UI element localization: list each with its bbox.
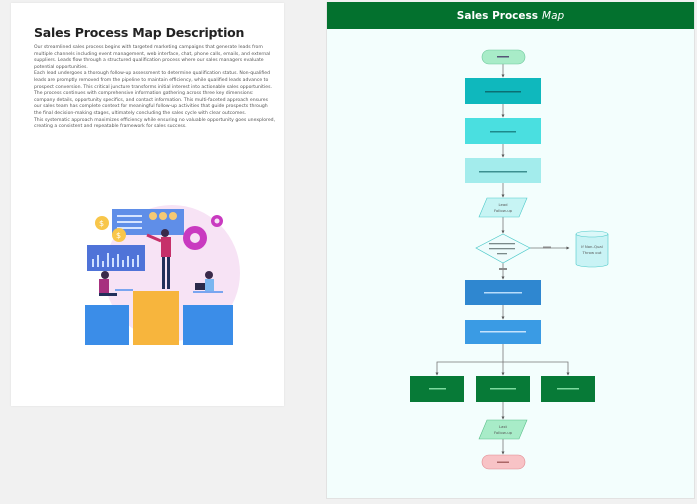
pillar-right bbox=[183, 305, 233, 345]
flowchart: Lead Follow-up If Non-Qual Throw out Las… bbox=[410, 49, 609, 470]
description-paragraph: Each lead undergoes a thorough follow-up… bbox=[34, 71, 272, 90]
bar-chart-panel bbox=[87, 245, 145, 271]
last-follow-up-node[interactable] bbox=[478, 419, 528, 440]
laptop-icon bbox=[195, 283, 205, 290]
process-step-3[interactable] bbox=[465, 158, 541, 183]
sales-team-illustration: $ $ bbox=[85, 205, 240, 345]
non-qualified-datastore-node[interactable]: If Non-Qual Throw out bbox=[575, 230, 609, 268]
seated-man-figure bbox=[99, 271, 133, 296]
connector-arrow bbox=[503, 361, 570, 376]
connector-arrow bbox=[435, 361, 503, 376]
pillar-center bbox=[133, 291, 179, 345]
lead-follow-up-node[interactable] bbox=[478, 197, 528, 218]
svg-text:Throw out: Throw out bbox=[581, 250, 602, 255]
edge-label-yes bbox=[499, 268, 507, 270]
map-title: Sales Process bbox=[456, 9, 539, 22]
coin-icon bbox=[95, 216, 109, 230]
coin-icon bbox=[112, 228, 126, 242]
presenter-figure bbox=[146, 229, 171, 289]
description-paragraph: This systematic approach maximizes effic… bbox=[34, 117, 276, 130]
pillar-left bbox=[85, 305, 129, 345]
description-paragraph: Our streamlined sales process begins wit… bbox=[34, 45, 271, 70]
last-follow-up-label: Last bbox=[499, 424, 507, 429]
seated-woman-figure bbox=[193, 271, 223, 293]
map-header: Sales Process Map bbox=[327, 2, 694, 29]
svg-text:Follow-up: Follow-up bbox=[494, 430, 513, 435]
svg-text:$: $ bbox=[99, 219, 104, 228]
lead-follow-up-label: Lead bbox=[498, 202, 508, 207]
description-paragraph: The process continues with comprehensive… bbox=[34, 91, 268, 116]
sales-process-map-panel: Sales Process Map bbox=[326, 2, 695, 499]
description-card: Sales Process Map Description Our stream… bbox=[11, 3, 284, 406]
svg-text:If Non-Qual: If Non-Qual bbox=[581, 244, 603, 249]
description-title: Sales Process Map Description bbox=[34, 25, 245, 40]
map-title-italic: Map bbox=[542, 9, 565, 22]
svg-text:$: $ bbox=[116, 231, 121, 240]
description-body: Our streamlined sales process begins wit… bbox=[34, 45, 276, 131]
svg-text:Follow-up: Follow-up bbox=[494, 208, 513, 213]
edge-label-no bbox=[543, 246, 551, 249]
